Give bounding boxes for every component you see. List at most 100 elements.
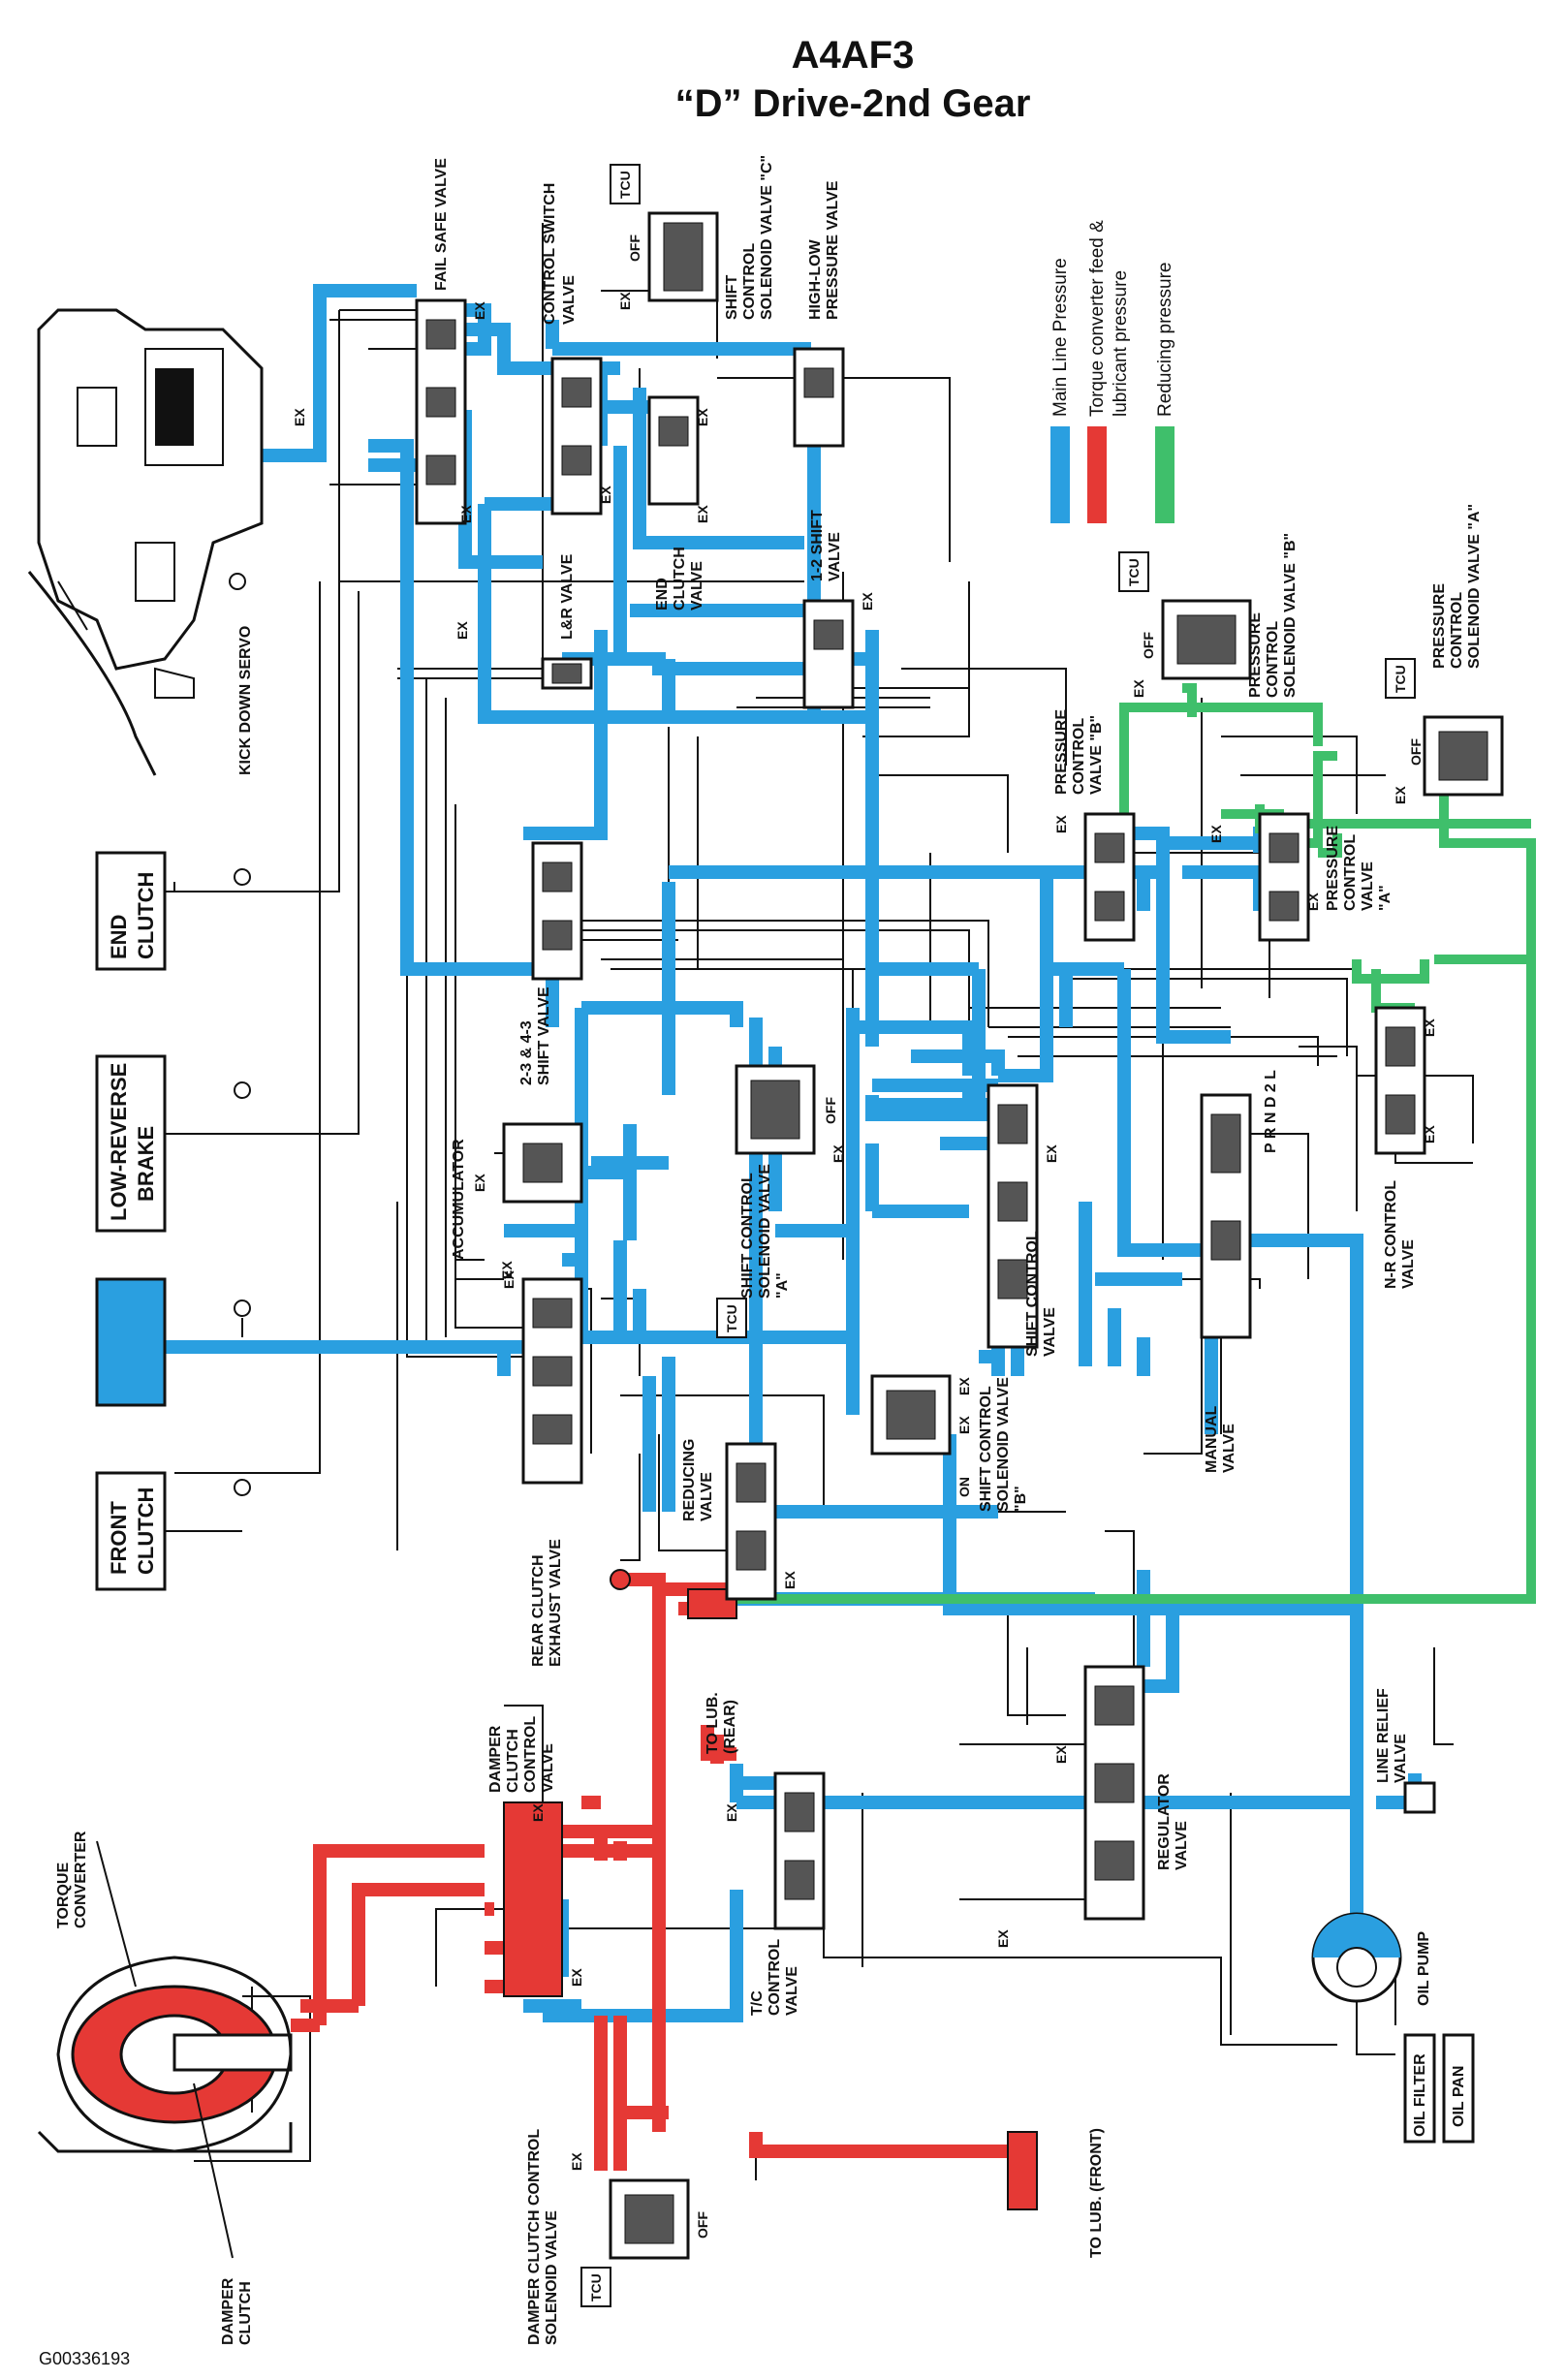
scsv-b-label-3: "B"	[1013, 1486, 1029, 1512]
tcu-dccsv-label: TCU	[588, 2273, 604, 2302]
tc-control-valve: T/C CONTROL VALVE	[749, 1771, 826, 2016]
pcsv-b-label-1: PRESSURE	[1247, 612, 1264, 698]
manual-valve-label-1: MANUAL	[1204, 1405, 1220, 1473]
nr-control-valve: N-R CONTROL VALVE	[1374, 1006, 1426, 1289]
ex-label-nr-bottom: EX	[1422, 1125, 1437, 1143]
legend-swatch-reducing	[1155, 426, 1174, 523]
ex-label-nr-top: EX	[1422, 1018, 1437, 1037]
on-b-label: ON	[956, 1477, 972, 1497]
oil-filter-and-pan: OIL FILTER OIL PAN	[1403, 2033, 1475, 2144]
torque-converter-label-1: TORQUE	[55, 1863, 72, 1928]
off-a-label: OFF	[823, 1097, 838, 1124]
rear-clutch-filled	[95, 1277, 251, 1407]
legend-label-main-line: Main Line Pressure	[1050, 258, 1071, 417]
off-pcsv-a-label: OFF	[1408, 738, 1424, 766]
nr-control-label-1: N-R CONTROL	[1383, 1180, 1399, 1289]
dccv-label-4: VALVE	[540, 1743, 556, 1793]
control-switch-valve: CONTROL SWITCH VALVE	[542, 183, 603, 516]
to-lub-front-label: TO LUB. (FRONT)	[1088, 2128, 1105, 2258]
tcu-a-label: TCU	[724, 1304, 739, 1332]
pcv-a-label-2: CONTROL	[1342, 834, 1359, 911]
pcv-a-label-3: VALVE	[1360, 861, 1376, 911]
reducing-valve-label-2: VALVE	[699, 1472, 715, 1521]
ex-label-scsvb: EX	[956, 1377, 972, 1395]
legend-label-torque-converter-2: lubricant pressure	[1111, 270, 1131, 417]
pressure-control-valve-a: PRESSURE CONTROL VALVE "A"	[1258, 812, 1394, 942]
dccv-label-1: DAMPER	[487, 1725, 504, 1793]
shift-control-valve-label-2: VALVE	[1042, 1307, 1058, 1357]
damper-clutch-leader	[193, 2082, 234, 2259]
to-lub-rear-label-2: (REAR)	[722, 1700, 738, 1754]
ex-label-scv: EX	[1044, 1144, 1059, 1163]
pcsv-a-label-3: SOLENOID VALVE "A"	[1466, 504, 1483, 669]
low-reverse-brake-label-2: BRAKE	[134, 1126, 158, 1202]
tcu-pcsv-b-label: TCU	[1126, 558, 1142, 586]
front-clutch-label-1: FRONT	[107, 1501, 131, 1575]
legend-label-reducing: Reducing pressure	[1155, 263, 1175, 417]
reducing-valve-label-1: REDUCING	[681, 1439, 698, 1521]
off-c-label: OFF	[627, 235, 642, 262]
shift-control-valve-label-1: SHIFT CONTROL	[1024, 1231, 1041, 1357]
scsv-a-label-2: SOLENOID VALVE	[757, 1164, 773, 1299]
ex-a-label: EX	[830, 1144, 846, 1163]
torque-converter	[37, 1956, 293, 2153]
pcsv-b-label-2: CONTROL	[1265, 621, 1281, 698]
one-two-label-2: VALVE	[827, 532, 843, 581]
manual-valve-label-2: VALVE	[1221, 1424, 1237, 1473]
figure-code: G00336193	[39, 2349, 130, 2368]
manual-valve: MANUAL VALVE P R N D 2 L	[1200, 1070, 1279, 1473]
torque-converter-label-2: CONVERTER	[73, 1831, 89, 1928]
legend-swatch-torque-converter	[1087, 426, 1107, 523]
scsv-c-label-3: SOLENOID VALVE "C"	[759, 155, 775, 320]
scsv-c-label-2: CONTROL	[741, 243, 758, 320]
accumulator-label: ACCUMULATOR	[451, 1139, 467, 1260]
ex-label-pcva: EX	[1305, 892, 1321, 911]
shift-control-valve: SHIFT CONTROL VALVE	[987, 1083, 1058, 1357]
line-relief-label-2: VALVE	[1393, 1734, 1409, 1783]
control-switch-valve-label-2: VALVE	[561, 275, 578, 325]
ex-c-label: EX	[617, 292, 633, 310]
regulator-label-1: REGULATOR	[1156, 1773, 1173, 1870]
damper-clutch-control-solenoid-valve: TCU OFF EX DAMPER CLUTCH CONTROL SOLENOI…	[526, 2129, 710, 2345]
pcv-a-label-1: PRESSURE	[1325, 826, 1341, 911]
ex-label-fail-safe: EX	[472, 301, 487, 320]
control-switch-valve-label-1: CONTROL SWITCH	[542, 183, 558, 325]
pressure-control-solenoid-valve-a: TCU OFF EX PRESSURE CONTROL SOLENOID VAL…	[1385, 504, 1504, 804]
red-check-ball	[610, 1569, 631, 1590]
ex-pcsv-a-label: EX	[1393, 786, 1408, 804]
tcu-pcsv-a-label: TCU	[1393, 665, 1408, 693]
regulator-valve: REGULATOR VALVE	[1083, 1665, 1190, 1921]
low-reverse-brake-label-1: LOW-REVERSE	[107, 1063, 131, 1221]
main-line-pressure-lines	[165, 284, 1422, 2022]
ex-pcsv-b-label: EX	[1131, 679, 1146, 698]
ex-label-reg-top: EX	[1053, 1745, 1069, 1764]
off-dccsv-label: OFF	[695, 2211, 710, 2239]
reducing-ex-label: EX	[782, 1571, 798, 1589]
damper-clutch-control-valve-body	[503, 1801, 563, 1997]
end-clutch-valve-label-2: CLUTCH	[672, 547, 688, 611]
dccsv-label-1: DAMPER CLUTCH CONTROL	[526, 2129, 543, 2345]
rear-clutch-exhaust-valve: REAR CLUTCH EXHAUST VALVE EX	[499, 1261, 583, 1667]
kick-down-servo: KICK DOWN SERVO	[27, 308, 264, 776]
ex-label-dccv-top: EX	[530, 1803, 546, 1822]
ex-label-rce: EX	[501, 1270, 517, 1289]
shift-control-solenoid-valve-a: TCU OFF EX SHIFT CONTROL SOLENOID VALVE …	[716, 1064, 846, 1338]
pcv-b-label-1: PRESSURE	[1053, 709, 1070, 795]
two-three-shift-valve: 2-3 & 4-3 SHIFT VALVE	[518, 841, 583, 1085]
ex-label-cs: EX	[598, 485, 613, 504]
ex-label-dccv-bottom: EX	[569, 1968, 584, 1987]
accumulator-ex-label: EX	[472, 1174, 487, 1192]
accumulator: ACCUMULATOR EX	[451, 1122, 583, 1260]
end-clutch-label-2: CLUTCH	[134, 872, 158, 959]
pcsv-b-label-3: SOLENOID VALVE "B"	[1282, 533, 1299, 698]
ex-label-pcva-top: EX	[1208, 825, 1224, 843]
high-low-label-1: HIGH-LOW	[807, 238, 824, 320]
shift-control-solenoid-valve-c: TCU OFF EX SHIFT CONTROL SOLENOID VALVE …	[610, 155, 775, 320]
ex-label-left: EX	[454, 621, 470, 640]
high-low-label-2: PRESSURE VALVE	[825, 180, 841, 320]
lr-valve: L&R VALVE	[541, 553, 593, 690]
diagram-title-gear: “D” Drive-2nd Gear	[675, 82, 1031, 125]
dccv-label-3: CONTROL	[522, 1716, 539, 1793]
line-relief-valve: LINE RELIEF VALVE	[1375, 1688, 1436, 1814]
